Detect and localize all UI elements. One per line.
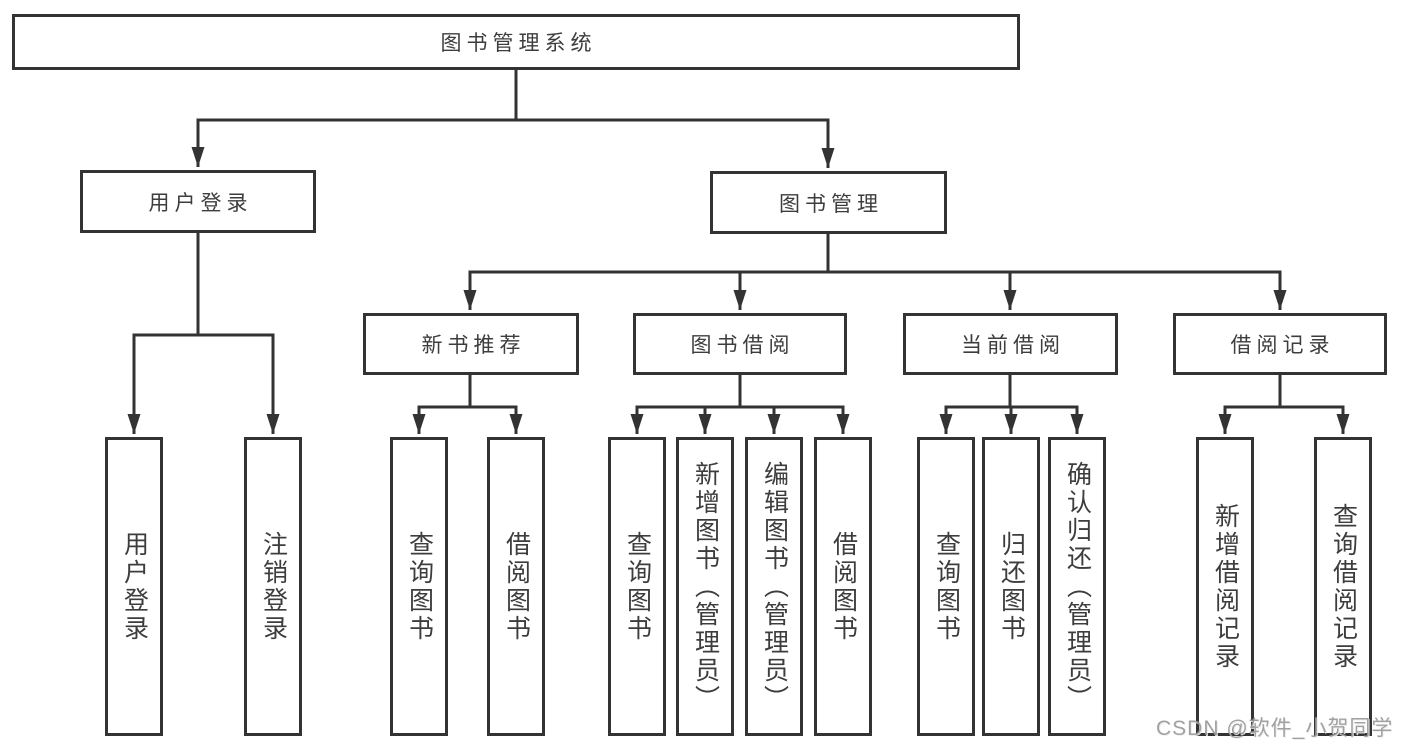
node-leaf-bw-borrow: 借阅图书 <box>814 437 872 736</box>
node-leaf-rec-query: 查询借阅记录 <box>1314 437 1372 736</box>
node-leaf-cur-confirm-label: 确认归还（管理员） <box>1063 460 1092 713</box>
node-leaf-bw-edit-label: 编辑图书（管理员） <box>760 460 789 713</box>
node-current-borrow-label: 当前借阅 <box>961 334 1065 357</box>
node-leaf-bw-query: 查询图书 <box>608 437 666 736</box>
node-borrow-records-label: 借阅记录 <box>1230 334 1335 357</box>
node-leaf-nb-query-label: 查询图书 <box>405 530 434 643</box>
node-leaf-bw-edit: 编辑图书（管理员） <box>745 437 803 736</box>
node-leaf-nb-borrow-label: 借阅图书 <box>502 530 531 643</box>
node-user-login-label: 用户登录 <box>148 191 253 215</box>
node-user-login: 用户登录 <box>80 170 316 233</box>
node-leaf-cur-query: 查询图书 <box>917 437 975 736</box>
node-borrow-records: 借阅记录 <box>1173 313 1387 375</box>
node-leaf-bw-query-label: 查询图书 <box>623 530 652 643</box>
node-leaf-cur-return-label: 归还图书 <box>997 530 1026 643</box>
node-leaf-cur-return: 归还图书 <box>982 437 1040 736</box>
node-root-label: 图书管理系统 <box>440 32 597 55</box>
node-book-mgmt: 图书管理 <box>710 171 947 234</box>
node-new-books: 新书推荐 <box>363 313 579 375</box>
node-leaf-cur-query-label: 查询图书 <box>932 530 961 643</box>
node-root: 图书管理系统 <box>12 14 1020 70</box>
node-leaf-logout-label: 注销登录 <box>259 530 288 643</box>
node-leaf-login: 用户登录 <box>105 437 163 736</box>
node-borrowing-label: 图书借阅 <box>690 334 795 357</box>
node-leaf-bw-add: 新增图书（管理员） <box>676 437 734 736</box>
node-leaf-cur-confirm: 确认归还（管理员） <box>1048 437 1106 736</box>
csdn-watermark: CSDN @软件_小贺同学 <box>1156 717 1394 740</box>
node-leaf-rec-query-label: 查询借阅记录 <box>1329 502 1358 671</box>
node-leaf-bw-borrow-label: 借阅图书 <box>829 530 858 643</box>
node-borrowing: 图书借阅 <box>633 313 847 375</box>
node-leaf-login-label: 用户登录 <box>120 530 149 643</box>
node-leaf-rec-add: 新增借阅记录 <box>1196 437 1254 736</box>
node-leaf-nb-borrow: 借阅图书 <box>487 437 545 736</box>
node-leaf-nb-query: 查询图书 <box>390 437 448 736</box>
node-leaf-rec-add-label: 新增借阅记录 <box>1211 502 1240 671</box>
node-leaf-logout: 注销登录 <box>244 437 302 736</box>
node-new-books-label: 新书推荐 <box>421 334 526 357</box>
node-current-borrow: 当前借阅 <box>903 313 1118 375</box>
node-leaf-bw-add-label: 新增图书（管理员） <box>691 460 720 713</box>
node-book-mgmt-label: 图书管理 <box>779 192 883 216</box>
